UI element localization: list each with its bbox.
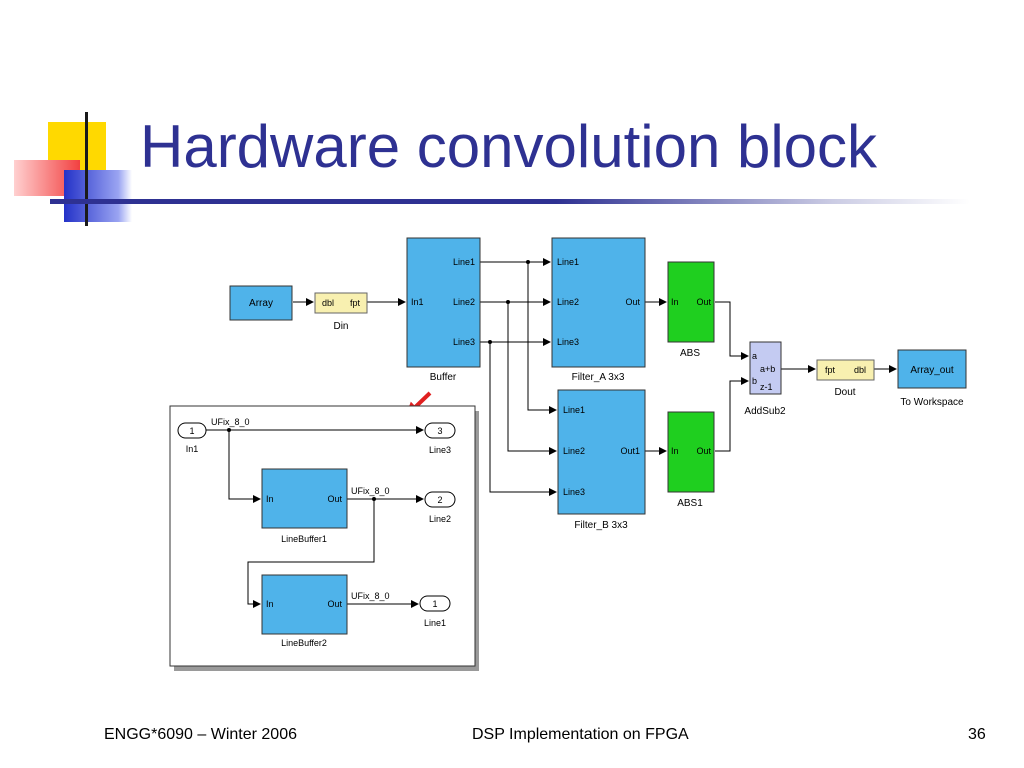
addsub-expr1-label: a+b (760, 364, 775, 374)
abs1-block[interactable]: In Out (667, 411, 715, 493)
abs1-out-label: Out (696, 446, 711, 456)
subsystem-in1-port[interactable]: 1 (177, 422, 207, 439)
signal-label-2: UFix_8_0 (351, 486, 390, 496)
buffer-block[interactable]: In1 Line1 Line2 Line3 (406, 237, 481, 368)
dout-left-label: fpt (825, 365, 836, 375)
linebuffer2-out-label: Out (327, 599, 342, 609)
abs1-name: ABS1 (677, 498, 703, 509)
filter-a-in1-label: Line1 (557, 257, 579, 267)
line2-port-name: Line2 (429, 514, 451, 524)
line3-port-number: 3 (437, 426, 442, 436)
subsystem-line3-port[interactable]: 3 (424, 422, 456, 439)
filter-b-name: Filter_B 3x3 (574, 520, 628, 531)
subsystem-wires (206, 426, 424, 608)
array-out-label: Array_out (910, 365, 954, 376)
filter-a-block[interactable]: Line1 Line2 Line3 Out (551, 237, 646, 368)
in1-port-number: 1 (189, 426, 194, 436)
buffer-name: Buffer (430, 372, 457, 383)
filter-b-in1-label: Line1 (563, 405, 585, 415)
subsystem-line1-port[interactable]: 1 (419, 595, 451, 612)
addsub-b-label: b (752, 376, 757, 386)
filter-b-out-label: Out1 (620, 446, 640, 456)
buffer-line1-label: Line1 (453, 257, 475, 267)
buffer-line2-label: Line2 (453, 297, 475, 307)
array-out-name: To Workspace (900, 397, 964, 408)
din-right-label: fpt (350, 298, 361, 308)
dout-gateway-block[interactable]: fpt dbl (816, 359, 875, 381)
linebuffer1-name: LineBuffer1 (281, 534, 327, 544)
slide-title: Hardware convolution block (140, 113, 878, 180)
linebuffer1-block[interactable]: In Out (261, 468, 348, 529)
filter-a-out-label: Out (625, 297, 640, 307)
buffer-line3-label: Line3 (453, 337, 475, 347)
in1-port-name: In1 (186, 444, 199, 454)
junction-dots (488, 260, 530, 344)
title-underline (50, 199, 970, 204)
abs-in-label: In (671, 297, 679, 307)
line1-port-number: 1 (432, 599, 437, 609)
linebuffer1-out-label: Out (327, 494, 342, 504)
line2-port-number: 2 (437, 495, 442, 505)
filter-b-in3-label: Line3 (563, 487, 585, 497)
filter-a-in2-label: Line2 (557, 297, 579, 307)
footer-topic: DSP Implementation on FPGA (472, 726, 689, 743)
addsub-block[interactable]: a b a+b z-1 (749, 341, 782, 395)
page-number: 36 (968, 726, 986, 743)
abs-out-label: Out (696, 297, 711, 307)
dout-name: Dout (834, 387, 855, 398)
array-out-block[interactable]: Array_out (897, 349, 967, 389)
subsystem-junctions (227, 428, 376, 501)
array-block[interactable]: Array (229, 285, 293, 321)
dout-right-label: dbl (854, 365, 866, 375)
subsystem-line2-port[interactable]: 2 (424, 491, 456, 508)
filter-a-name: Filter_A 3x3 (572, 372, 625, 383)
linebuffer2-name: LineBuffer2 (281, 638, 327, 648)
filter-b-block[interactable]: Line1 Line2 Line3 Out1 (557, 389, 646, 515)
abs-name: ABS (680, 348, 700, 359)
filter-b-in2-label: Line2 (563, 446, 585, 456)
filter-a-in3-label: Line3 (557, 337, 579, 347)
footer-course: ENGG*6090 – Winter 2006 (104, 726, 297, 743)
signal-label-3: UFix_8_0 (351, 591, 390, 601)
addsub-name: AddSub2 (744, 406, 786, 417)
linebuffer2-in-label: In (266, 599, 274, 609)
abs1-in-label: In (671, 446, 679, 456)
line3-port-name: Line3 (429, 445, 451, 455)
line1-port-name: Line1 (424, 618, 446, 628)
linebuffer2-block[interactable]: In Out (261, 574, 348, 635)
addsub-a-label: a (752, 351, 757, 361)
top-wires (293, 258, 897, 496)
decor-blue-square (64, 170, 132, 222)
decor-vertical-line (85, 112, 88, 226)
addsub-expr2-label: z-1 (760, 382, 773, 392)
din-gateway-block[interactable]: dbl fpt (314, 292, 368, 314)
din-name: Din (333, 321, 348, 332)
buffer-in-label: In1 (411, 297, 424, 307)
signal-label-1: UFix_8_0 (211, 417, 250, 427)
array-label: Array (249, 298, 273, 309)
linebuffer1-in-label: In (266, 494, 274, 504)
din-left-label: dbl (322, 298, 334, 308)
abs-block[interactable]: In Out (667, 261, 715, 343)
